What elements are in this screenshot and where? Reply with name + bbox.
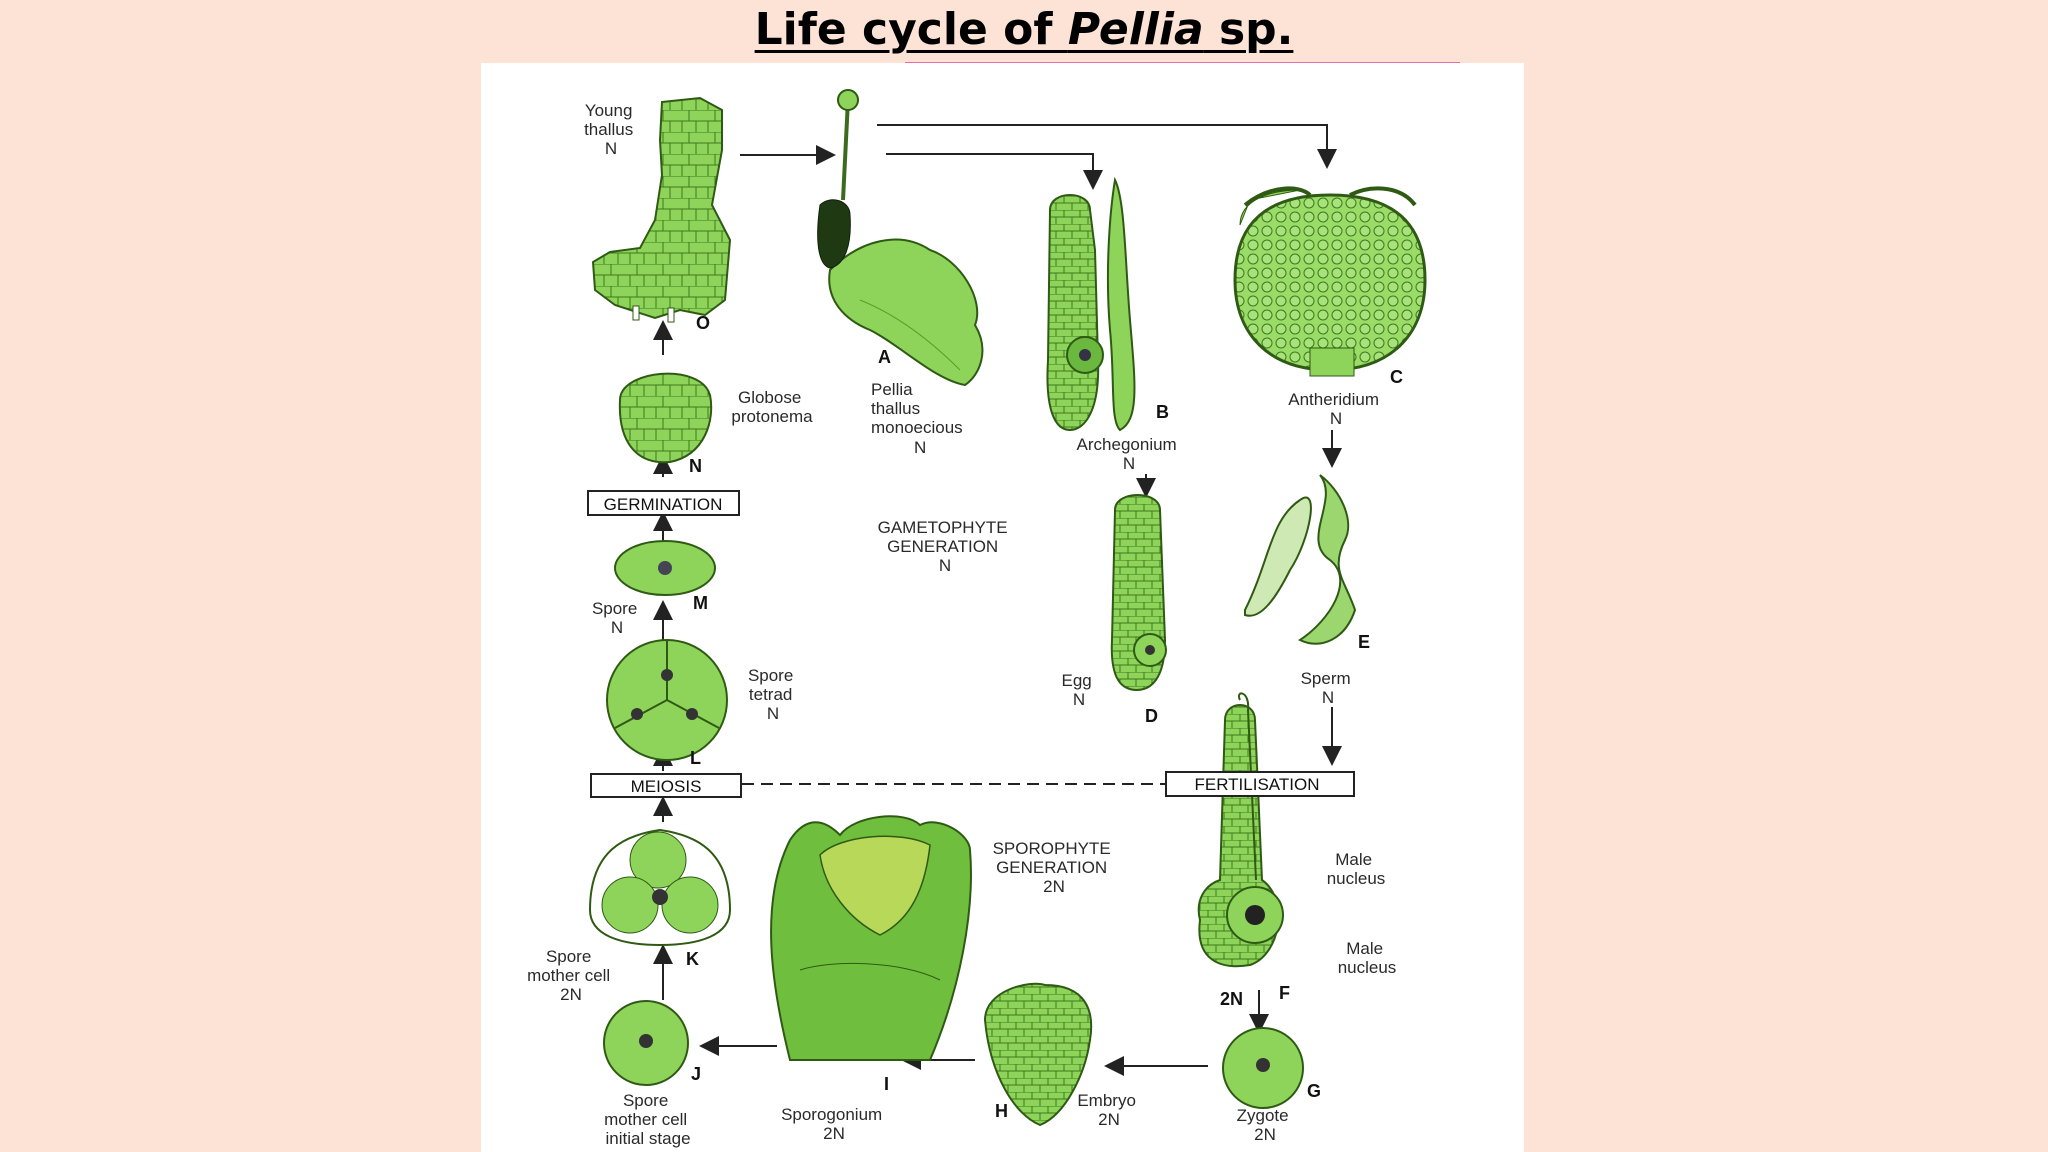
letter-d: D (1145, 706, 1158, 726)
letter-c: C (1390, 367, 1403, 387)
title-prefix: Life cycle of (754, 4, 1068, 55)
label-egg: Egg N (1062, 671, 1097, 709)
label-male-nucleus-2: Male nucleus (1338, 939, 1397, 977)
pellia-thallus-illustration (817, 89, 984, 387)
germination-label: GERMINATION (604, 495, 723, 514)
label-sperm: Sperm N (1301, 669, 1356, 707)
label-sporophyte-generation: SPOROPHYTE GENERATION 2N (993, 839, 1116, 896)
letter-l: L (690, 748, 701, 768)
fertilisation-label: FERTILISATION (1194, 775, 1319, 794)
fertilisation-illustration (1197, 692, 1284, 968)
meiosis-label: MEIOSIS (631, 777, 702, 796)
germination-box: GERMINATION (587, 490, 740, 516)
fertilisation-box: FERTILISATION (1165, 771, 1355, 797)
embryo-illustration (983, 982, 1093, 1127)
title-genus: Pellia (1067, 4, 1204, 55)
letter-f: F (1279, 983, 1290, 1003)
letter-m: M (693, 593, 708, 613)
letter-o: O (696, 313, 710, 333)
stage-letters: O A B C N M L D E F K J I H G (686, 313, 1403, 1121)
letter-i: I (884, 1074, 889, 1094)
spore-mother-cell-initial-illustration (603, 1000, 689, 1086)
spore-mother-cell-illustration (588, 828, 732, 947)
letter-a: A (878, 347, 891, 367)
egg-illustration (1110, 494, 1167, 692)
label-fertilised-2n: 2N (1220, 989, 1243, 1009)
label-globose-protonema: Globose protonema (731, 388, 813, 426)
title-suffix: sp. (1203, 4, 1294, 55)
slide-title: Life cycle of Pellia sp. (0, 4, 2048, 55)
stage-labels: Young thallus N Pellia thallus monoeciou… (527, 101, 1396, 1148)
young-thallus-illustration (591, 96, 732, 323)
archegonium-illustration (1046, 176, 1136, 432)
label-embryo: Embryo 2N (1077, 1091, 1140, 1129)
label-sporogonium: Sporogonium 2N (781, 1105, 887, 1143)
label-antheridium: Antheridium N (1288, 390, 1383, 428)
globose-protonema-illustration (618, 372, 713, 464)
label-gametophyte-generation: GAMETOPHYTE GENERATION N (878, 518, 1013, 575)
label-spore-tetrad: Spore tetrad N (748, 666, 798, 723)
label-male-nucleus-1: Male nucleus (1327, 850, 1386, 888)
meiosis-box: MEIOSIS (590, 773, 742, 798)
sperm-illustration (1244, 474, 1357, 645)
label-young-thallus: Young thallus N (584, 101, 638, 158)
letter-g: G (1307, 1081, 1321, 1101)
label-zygote: Zygote 2N (1237, 1106, 1294, 1144)
letter-e: E (1358, 632, 1370, 652)
antheridium-illustration (1233, 186, 1427, 377)
letter-j: J (691, 1064, 701, 1084)
spore-illustration (614, 540, 716, 596)
letter-n: N (689, 456, 702, 476)
label-spore-mother-cell: Spore mother cell 2N (527, 947, 615, 1004)
label-spore-mother-cell-initial: Spore mother cell initial stage (604, 1091, 692, 1148)
spore-tetrad-illustration (606, 639, 728, 761)
sporogonium-illustration (770, 815, 972, 1061)
letter-b: B (1156, 402, 1169, 422)
label-archegonium: Archegonium N (1077, 435, 1182, 473)
label-pellia-thallus: Pellia thallus monoecious N (871, 380, 967, 457)
label-spore: Spore N (592, 599, 642, 637)
zygote-illustration (1222, 1027, 1304, 1109)
letter-h: H (995, 1101, 1008, 1121)
letter-k: K (686, 949, 699, 969)
